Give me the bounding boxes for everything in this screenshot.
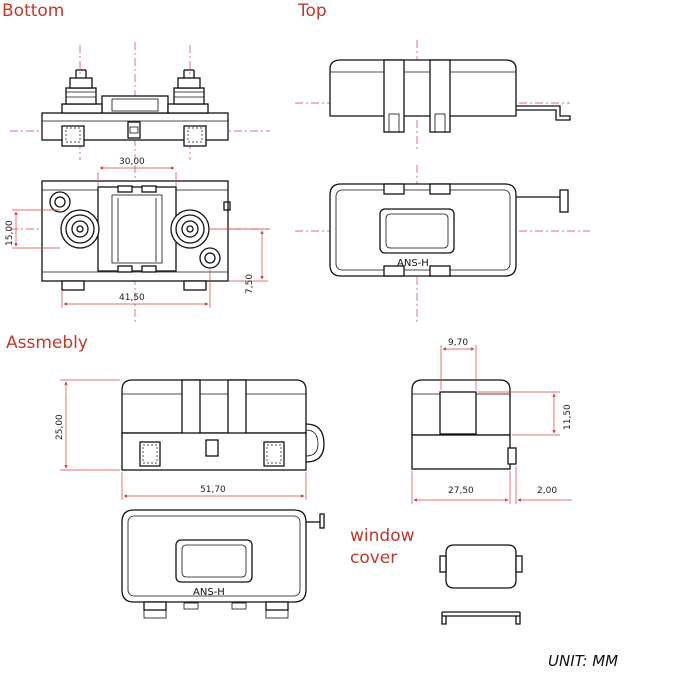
assembly-side-view: 9,70 11,50 27,50 2,00 [411,338,573,504]
bottom-right-terminal [170,209,210,249]
dim-side-tab: 2,00 [537,486,557,496]
assembly-front-view: 25,00 51,70 [55,379,325,500]
dim-side-window-height: 11,50 [563,404,573,430]
top-plan-view: ANS-H [295,165,590,325]
dim-side-width: 27,50 [448,486,474,496]
label-window-cover-1: window [350,526,415,546]
bottom-left-terminal [60,209,100,249]
bottom-plan-view: 30,00 15,00 7,50 41,50 [5,157,270,325]
dim-bottom-width-inner: 30,00 [119,157,145,167]
label-assembly: Assmebly [6,333,88,353]
bottom-side-view [10,42,270,160]
dim-assembly-length: 51,70 [200,485,226,495]
dim-bottom-width-total: 41,50 [119,293,145,303]
dim-side-window-width: 9,70 [448,338,468,348]
dim-assembly-height: 25,00 [55,414,65,440]
assembly-part-marking: ANS-H [193,587,225,598]
top-part-marking: ANS-H [397,258,429,269]
label-top: Top [297,1,327,21]
unit-note: UNIT: MM [548,652,618,670]
window-cover-part [439,544,523,625]
dim-bottom-offset: 7,50 [245,274,255,294]
label-bottom: Bottom [2,1,64,21]
top-side-view [295,40,571,150]
label-window-cover-2: cover [350,548,397,568]
bottom-right-stud [167,69,209,114]
assembly-plan-view: ANS-H [121,509,325,619]
dim-bottom-stud-height: 15,00 [5,220,15,246]
bottom-left-stud [61,69,103,114]
